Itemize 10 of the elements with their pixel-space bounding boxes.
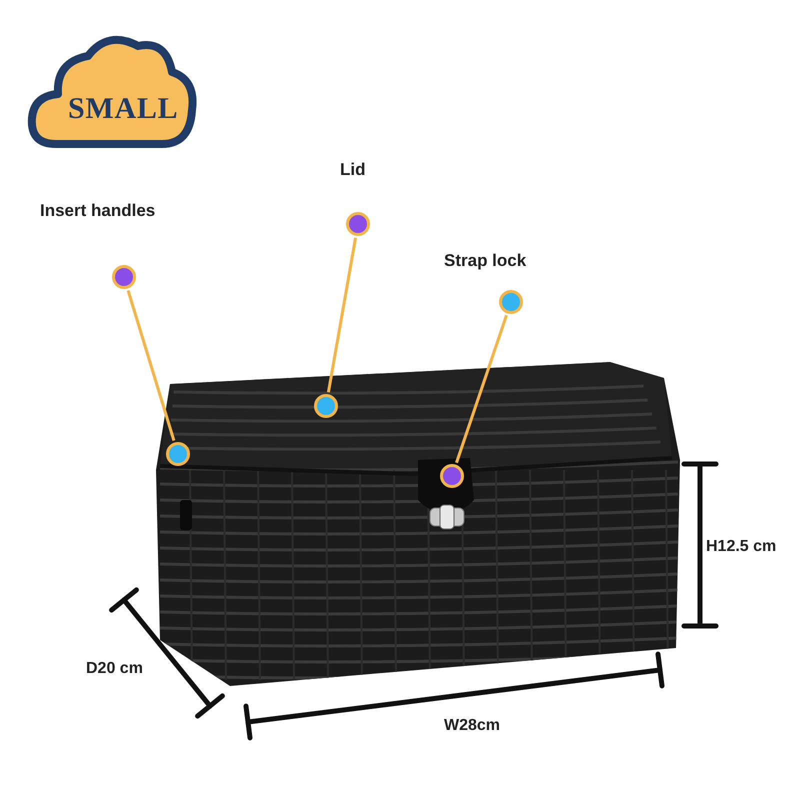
callout-label: Strap lock [444, 250, 526, 272]
dimension-label: D20 cm [86, 659, 143, 679]
dimension-label: H12.5 cm [706, 537, 776, 557]
dimension-label: W28cm [444, 716, 500, 736]
callout-label: Insert handles [40, 200, 156, 222]
leader-line [126, 290, 176, 442]
leader-line [455, 314, 508, 464]
size-label: SMALL [68, 91, 178, 127]
leader-line [326, 238, 358, 392]
callout-label: Lid [340, 159, 366, 181]
